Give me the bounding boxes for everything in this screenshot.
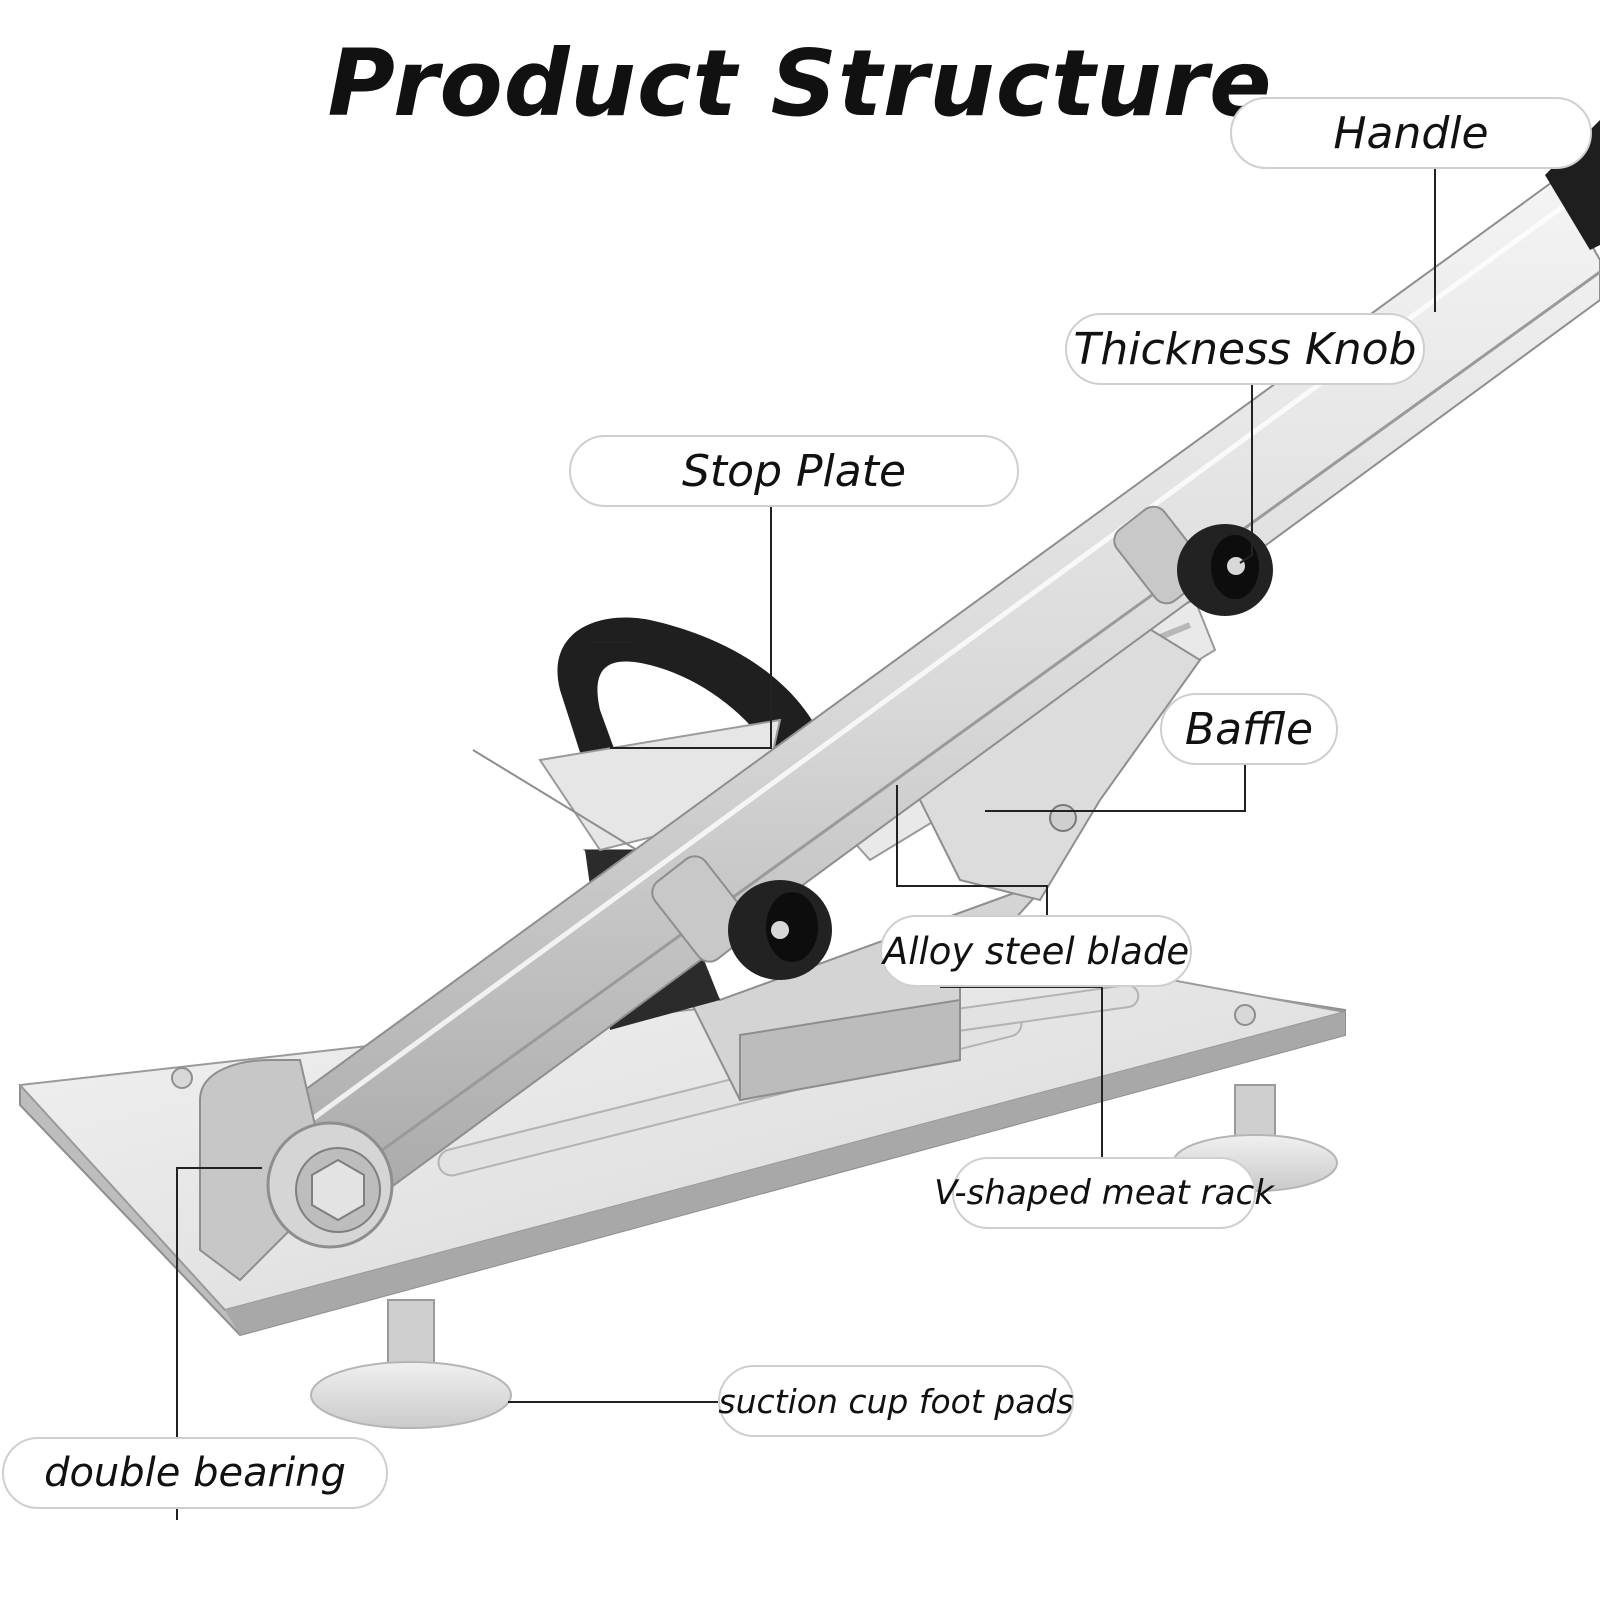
label-handle: Handle [1230,97,1592,169]
label-alloy-steel-blade: Alloy steel blade [880,915,1192,987]
thickness-knob-lower [651,855,832,980]
page-title: Product Structure [327,30,1273,137]
label-thickness-knob: Thickness Knob [1065,313,1425,385]
suction-cup-foot-left [310,1299,512,1429]
label-stop-plate: Stop Plate [569,435,1019,507]
label-baffle: Baffle [1160,693,1338,765]
leader-lines [176,169,1436,1520]
label-double-bearing: double bearing [2,1437,388,1509]
thickness-knob-upper [1113,505,1273,616]
label-suction-cup-foot-pads: suction cup foot pads [718,1365,1074,1437]
label-v-shaped-meat-rack: V-shaped meat rack [934,1157,1274,1229]
double-bearing [199,1059,394,1282]
